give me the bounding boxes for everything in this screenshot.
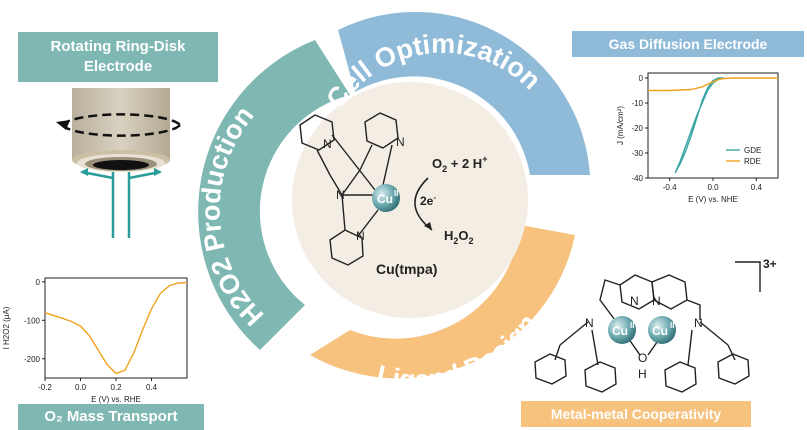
gde-chart: -0.4 0.0 0.4 0 -10 -20 -30 -40 E (V) vs. NHE J (m… bbox=[616, 72, 779, 204]
ring-segment-h2o2-production bbox=[198, 40, 350, 350]
y-tick-label: -100 bbox=[24, 316, 41, 325]
legend-label: GDE bbox=[744, 146, 761, 155]
dimer-cu-left-ox: II bbox=[630, 321, 634, 330]
n-label-1: N bbox=[336, 188, 345, 202]
y-axis-label: I H2O2 (μA) bbox=[2, 306, 11, 349]
y-axis-label: J (mA/cm²) bbox=[616, 106, 625, 145]
dimer-n-label-4: N bbox=[652, 294, 661, 308]
cu-atom-dimer-right bbox=[648, 316, 676, 344]
ring-segment-cell-optimization bbox=[338, 11, 590, 176]
dimer-h-label: H bbox=[638, 367, 647, 381]
y-tick-label: -40 bbox=[631, 174, 643, 183]
cu-oxidation-label: II bbox=[394, 189, 398, 198]
dimer-bracket bbox=[735, 261, 761, 292]
electrons-label: 2e- bbox=[420, 193, 436, 208]
dimer-n-label-1: N bbox=[585, 316, 594, 330]
series-line bbox=[674, 77, 724, 174]
x-tick-label: -0.4 bbox=[663, 183, 677, 192]
product-label: H2O2 bbox=[444, 228, 474, 246]
x-tick-label: 0.0 bbox=[707, 183, 719, 192]
dimer-cu-right-label: Cu bbox=[652, 324, 668, 338]
n-label-2: N bbox=[396, 135, 405, 149]
center-circle bbox=[292, 82, 528, 318]
x-tick-label: 0.4 bbox=[146, 383, 158, 392]
cu-atom-dimer-left bbox=[608, 316, 636, 344]
x-tick-label: 0.4 bbox=[751, 183, 763, 192]
label-gde: Gas Diffusion Electrode bbox=[572, 31, 804, 57]
n-label-4: N bbox=[356, 229, 365, 243]
cu-tmpa-structure bbox=[299, 112, 399, 266]
y-tick-label: 0 bbox=[639, 74, 644, 83]
complex-name-label: Cu(tmpa) bbox=[376, 261, 437, 277]
reactant-label: O2 + 2 H+ bbox=[432, 154, 487, 174]
dimer-n-label-2: N bbox=[694, 316, 703, 330]
x-axis-label: E (V) vs. RHE bbox=[91, 395, 141, 404]
legend-label: RDE bbox=[744, 157, 761, 166]
cu-atom-center bbox=[372, 184, 400, 212]
label-mass-transport: O₂ Mass Transport bbox=[18, 404, 204, 430]
label-rrde: Rotating Ring-Disk Electrode bbox=[18, 32, 218, 82]
y-tick-label: -20 bbox=[631, 124, 643, 133]
label-cooperativity: Metal-metal Cooperativity bbox=[521, 401, 751, 427]
ring-segment-ligand-design bbox=[310, 225, 575, 379]
n-label-3: N bbox=[323, 137, 332, 151]
y-tick-label: -10 bbox=[631, 99, 643, 108]
dimer-cu-right-ox: II bbox=[670, 321, 674, 330]
mass-transport-chart: -0.2 0.0 0.2 0.4 0 -100 -200 E (V) vs. RHE I H2O… bbox=[2, 277, 188, 404]
x-tick-label: -0.2 bbox=[38, 383, 52, 392]
plot-frame bbox=[44, 277, 188, 379]
y-tick-label: 0 bbox=[36, 278, 41, 287]
y-tick-label: -200 bbox=[24, 355, 41, 364]
dimer-n-label-3: N bbox=[630, 294, 639, 308]
cu-atom-label: Cu bbox=[377, 192, 393, 206]
series-line bbox=[44, 281, 188, 375]
reaction-arrowhead bbox=[424, 222, 432, 230]
y-tick-label: -30 bbox=[631, 149, 643, 158]
rrde-drawing bbox=[56, 88, 181, 238]
x-tick-label: 0.0 bbox=[75, 383, 87, 392]
x-axis-label: E (V) vs. NHE bbox=[688, 195, 738, 204]
series-line bbox=[648, 77, 778, 92]
x-tick-label: 0.2 bbox=[110, 383, 122, 392]
dimer-o-label: O bbox=[638, 351, 647, 365]
dimer-cu-left-label: Cu bbox=[612, 324, 628, 338]
dimer-charge-label: 3+ bbox=[763, 257, 777, 271]
